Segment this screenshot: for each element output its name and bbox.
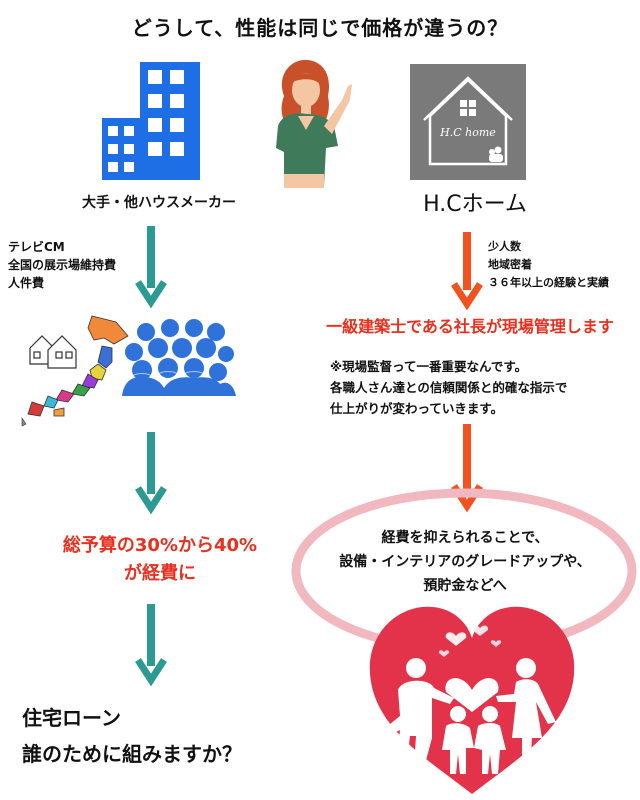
budget-line: が経費に bbox=[124, 563, 196, 584]
list-item: 全国の展示場維持費 bbox=[8, 258, 117, 272]
list-item: ３６年以上の経験と実績 bbox=[488, 276, 609, 289]
cost-list: テレビCM 全国の展示場維持費 人件費 bbox=[8, 238, 116, 292]
teal-arrow-down-icon bbox=[135, 226, 167, 309]
list-item: 少人数 bbox=[488, 240, 521, 253]
left-company-label: 大手・他ハウスメーカー bbox=[82, 195, 236, 211]
headline-text: 一級建築士である社長が現場管理します bbox=[326, 317, 614, 336]
question-line: 住宅ローン bbox=[22, 706, 121, 730]
list-item: 地域密着 bbox=[488, 258, 532, 271]
list-item: テレビCM bbox=[8, 240, 65, 254]
list-item: 人件費 bbox=[8, 276, 45, 290]
japan-map-icon bbox=[21, 315, 129, 427]
logo-text: H.C home bbox=[439, 126, 496, 139]
budget-text: 総予算の30%から40% が経費に bbox=[10, 532, 310, 588]
note-line: 仕上がりが変わっていきます。 bbox=[330, 401, 504, 416]
note-line: ※現場監督って一番重要なんです。 bbox=[330, 359, 528, 374]
page-title: どうして、性能は同じで価格が違うの？ bbox=[131, 16, 509, 40]
question-line: 誰のために組みますか？ bbox=[22, 742, 242, 766]
family-heart-icon bbox=[369, 606, 575, 794]
effect-line: 預貯金などへ bbox=[423, 578, 507, 594]
building-icon bbox=[102, 62, 200, 180]
effect-text: 経費を抑えられることで、 設備・インテリアのグレードアップや、 預貯金などへ bbox=[310, 526, 620, 598]
merit-list: 少人数 地域密着 ３６年以上の経験と実績 bbox=[488, 238, 609, 292]
note-line: 各職人さん達との信頼関係と的確な指示で bbox=[330, 380, 568, 395]
house-logo: H.C home bbox=[410, 64, 526, 180]
right-company-label: H.Cホーム bbox=[423, 192, 527, 217]
orange-arrow-down-icon bbox=[451, 232, 483, 311]
closing-question: 住宅ローン 誰のために組みますか？ bbox=[22, 700, 242, 772]
note-text: ※現場監督って一番重要なんです。 各職人さん達との信頼関係と的確な指示で 仕上が… bbox=[330, 356, 567, 419]
teal-arrow-down-icon bbox=[135, 432, 167, 515]
effect-line: 設備・インテリアのグレードアップや、 bbox=[339, 554, 591, 570]
woman-pointing-illustration bbox=[276, 59, 352, 188]
budget-line: 総予算の30%から40% bbox=[62, 535, 258, 556]
effect-line: 経費を抑えられることで、 bbox=[381, 530, 549, 546]
teal-arrow-down-icon bbox=[135, 604, 167, 687]
crowd-icon bbox=[122, 319, 236, 396]
